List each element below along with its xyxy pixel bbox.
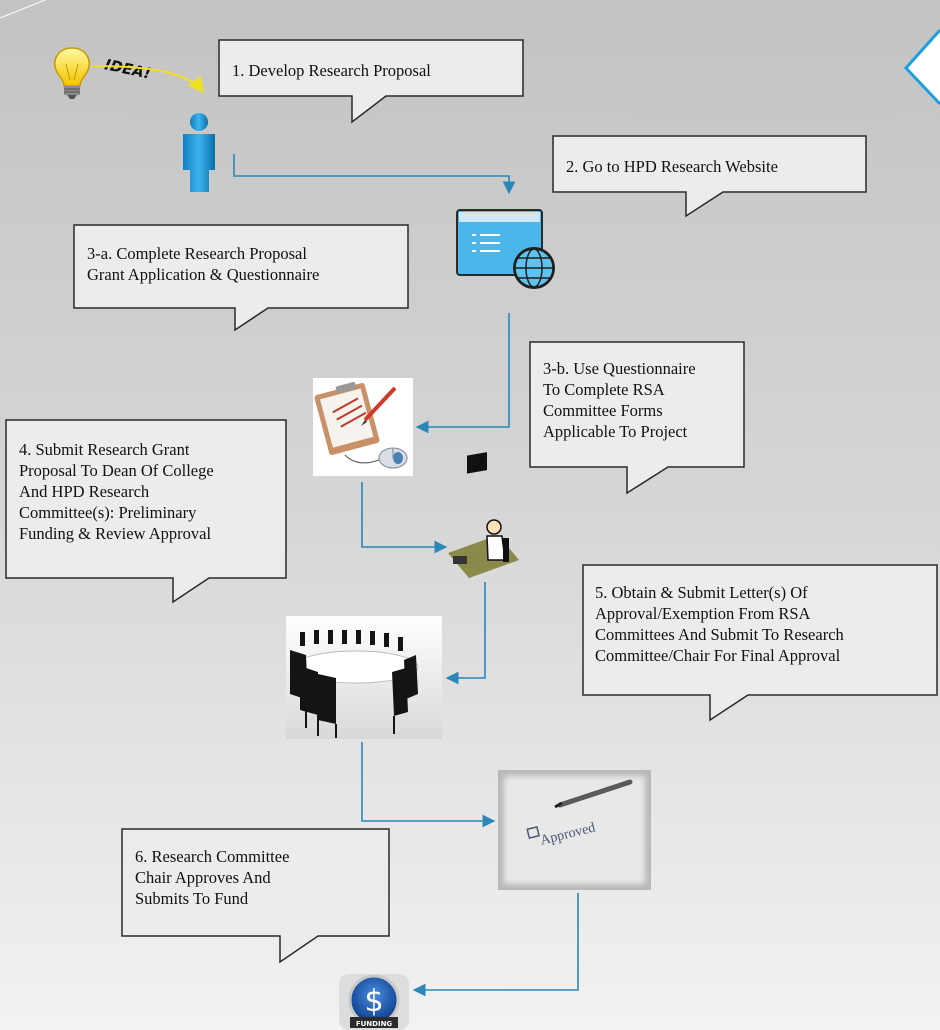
step5-text: 5. Obtain & Submit Letter(s) Of Approval/…	[595, 583, 845, 665]
approved-document-image: Approved	[498, 770, 651, 890]
callout-line: 3-a. Complete Research Proposal	[87, 244, 307, 263]
callout-line: Grant Application & Questionnaire	[87, 265, 319, 284]
callout-line: To Complete RSA	[543, 380, 665, 399]
connector-website-to-clipboard	[415, 313, 510, 434]
callout-line: 2. Go to HPD Research Website	[566, 157, 778, 176]
nav-arrow-icon[interactable]	[903, 28, 940, 106]
callout-line: Chair Approves And	[135, 868, 271, 887]
callout-step1: 1. Develop Research Proposal	[218, 39, 524, 124]
conference-room-image	[286, 616, 442, 739]
callout-line: Proposal To Dean Of College	[19, 461, 214, 480]
callout-line: Committee(s): Preliminary	[19, 503, 197, 522]
clipboard-form-icon	[313, 378, 413, 476]
person-at-computer-icon	[448, 452, 519, 578]
connector-approved-to-funding	[412, 893, 579, 997]
step2-text: 2. Go to HPD Research Website	[566, 157, 778, 176]
callout-line: Applicable To Project	[543, 422, 688, 441]
step3b-text: 3-b. Use Questionnaire To Complete RSA Com…	[543, 359, 696, 441]
website-globe-icon	[456, 209, 555, 289]
researcher-person-icon	[183, 113, 215, 192]
step1-text: 1. Develop Research Proposal	[232, 61, 431, 80]
callout-line: 5. Obtain & Submit Letter(s) Of	[595, 583, 808, 602]
callout-line: Funding & Review Approval	[19, 524, 211, 543]
connector-person-to-website	[233, 154, 516, 195]
callout-line: Submits To Fund	[135, 889, 249, 908]
callout-line: 4. Submit Research Grant	[19, 440, 190, 459]
callout-step5: 5. Obtain & Submit Letter(s) Of Approval/…	[582, 564, 938, 722]
connector-clipboard-to-computer	[361, 482, 448, 554]
callout-line: Committee/Chair For Final Approval	[595, 646, 841, 665]
callout-line: 3-b. Use Questionnaire	[543, 359, 696, 378]
dollar-symbol: $	[364, 984, 383, 1019]
idea-arrow	[91, 65, 204, 94]
connector-room-to-approved	[361, 742, 496, 828]
callout-line: 1. Develop Research Proposal	[232, 61, 431, 80]
callout-line: Committees And Submit To Research	[595, 625, 845, 644]
lightbulb-icon	[54, 47, 90, 99]
callout-line: Approval/Exemption From RSA	[595, 604, 810, 623]
callout-step3b: 3-b. Use Questionnaire To Complete RSA Com…	[529, 341, 745, 495]
callout-step2: 2. Go to HPD Research Website	[552, 135, 867, 218]
flow-connectors	[233, 154, 579, 997]
callout-line: Committee Forms	[543, 401, 663, 420]
funding-dollar-icon: $ FUNDING	[339, 974, 409, 1030]
callout-line: 6. Research Committee	[135, 847, 289, 866]
corner-line	[0, 0, 46, 19]
callout-line: And HPD Research	[19, 482, 150, 501]
funding-label: FUNDING	[356, 1020, 393, 1028]
connector-computer-to-room	[445, 582, 486, 685]
